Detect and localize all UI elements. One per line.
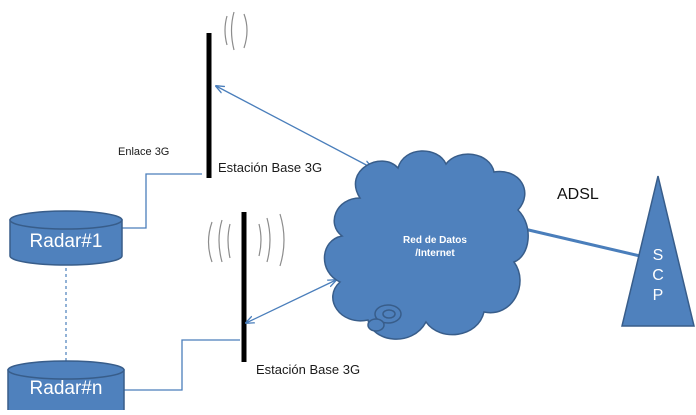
adsl-link	[519, 226, 641, 258]
cloud-label-line1: Red de Datos	[403, 235, 467, 246]
cloud-icon	[323, 150, 529, 340]
link-3g-label: Enlace 3G	[118, 146, 170, 158]
scp-letter-s: S	[652, 247, 664, 264]
scp-letter-p: P	[652, 287, 664, 304]
cloud-label-line2: /Internet	[415, 248, 455, 259]
adsl-label: ADSL	[557, 186, 599, 203]
radar-1-label: Radar#1	[29, 231, 103, 252]
radar-1-cylinder-icon	[9, 210, 123, 266]
link-3g-radarn	[122, 339, 240, 391]
arrow-top-station-cloud	[216, 86, 372, 168]
scp-triangle-icon	[621, 175, 695, 327]
radio-waves-bottom-icon	[207, 213, 285, 267]
base-station-bottom-label: Estación Base 3G	[256, 362, 361, 377]
link-3g-radar1	[122, 173, 202, 229]
arrow-bottom-station-cloud	[246, 280, 336, 323]
cloud-label: Red de Datos /Internet	[340, 234, 530, 260]
base-station-top-label: Estación Base 3G	[218, 160, 323, 175]
radar-n-label: Radar#n	[29, 378, 103, 399]
scp-letter-c: C	[652, 267, 664, 284]
radio-waves-top-icon	[224, 11, 248, 51]
